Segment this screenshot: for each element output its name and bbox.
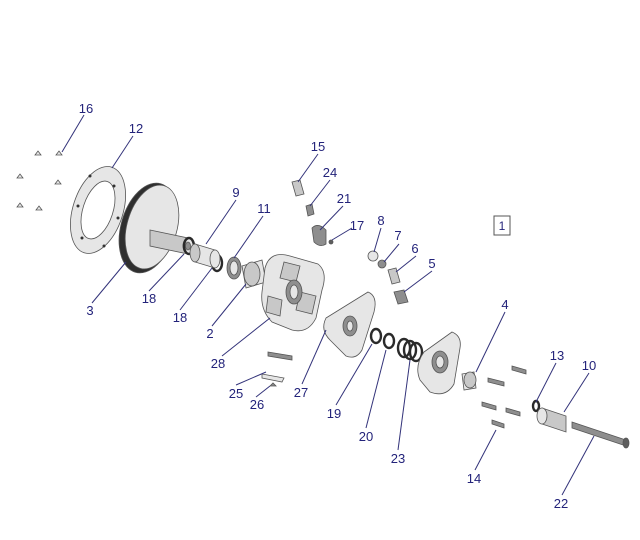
part-22-long-bolt <box>571 421 630 449</box>
callout-23: 23 <box>391 451 405 466</box>
part-5-bushing <box>393 289 409 305</box>
callout-14: 14 <box>467 471 481 486</box>
view-frame-label: 1 <box>493 215 511 236</box>
callout-12: 12 <box>129 121 143 136</box>
frame-label-text: 1 <box>499 219 506 233</box>
part-3-sheave <box>118 182 194 274</box>
part-21-roller-arm <box>311 225 327 246</box>
callout-3: 3 <box>86 303 93 318</box>
callout-15: 15 <box>311 139 325 154</box>
callout-4: 4 <box>501 297 508 312</box>
part-11-bearing <box>226 256 242 280</box>
callout-24: 24 <box>323 165 337 180</box>
part-28-spider <box>261 254 325 332</box>
callout-18-b: 18 <box>173 310 187 325</box>
part-24-screw <box>305 203 315 217</box>
leader-lines <box>61 114 595 496</box>
callout-18-a: 18 <box>142 291 156 306</box>
callout-9: 9 <box>232 185 239 200</box>
callout-28: 28 <box>211 356 225 371</box>
part-8-spacer <box>367 250 379 262</box>
callout-25: 25 <box>229 386 243 401</box>
callout-20: 20 <box>359 429 373 444</box>
callout-7: 7 <box>394 228 401 243</box>
part-6-spacer <box>387 267 401 285</box>
part-14-bolts <box>481 365 527 429</box>
part-2-sleeve <box>241 259 267 289</box>
part-13-oring <box>531 399 541 413</box>
callout-13: 13 <box>550 348 564 363</box>
callout-8: 8 <box>377 213 384 228</box>
callout-16: 16 <box>79 101 93 116</box>
part-10-sleeve <box>536 407 567 433</box>
callout-22: 22 <box>554 496 568 511</box>
part-20-washer <box>382 332 396 350</box>
part-17-screw <box>328 239 334 245</box>
callout-5: 5 <box>428 256 435 271</box>
callout-26: 26 <box>250 397 264 412</box>
callout-6: 6 <box>411 241 418 256</box>
callout-19: 19 <box>327 406 341 421</box>
callout-21: 21 <box>337 191 351 206</box>
callout-2: 2 <box>206 326 213 341</box>
part-12-gasket <box>70 166 126 254</box>
part-15-pin <box>291 179 305 197</box>
callout-17: 17 <box>350 218 364 233</box>
part-drive-hub <box>417 331 461 395</box>
part-23-spring <box>396 337 424 363</box>
callout-27: 27 <box>294 385 308 400</box>
part-16-screws <box>16 150 63 211</box>
callout-labels: 16 12 3 18 18 9 11 2 28 15 24 21 17 8 7 … <box>79 101 596 511</box>
part-19-washer <box>369 327 383 345</box>
part-4-bushing <box>461 371 477 391</box>
part-9-bushing <box>189 243 221 269</box>
part-27-tower <box>323 291 376 358</box>
part-25-26-hardware <box>261 351 293 387</box>
callout-10: 10 <box>582 358 596 373</box>
callout-11: 11 <box>257 201 271 216</box>
